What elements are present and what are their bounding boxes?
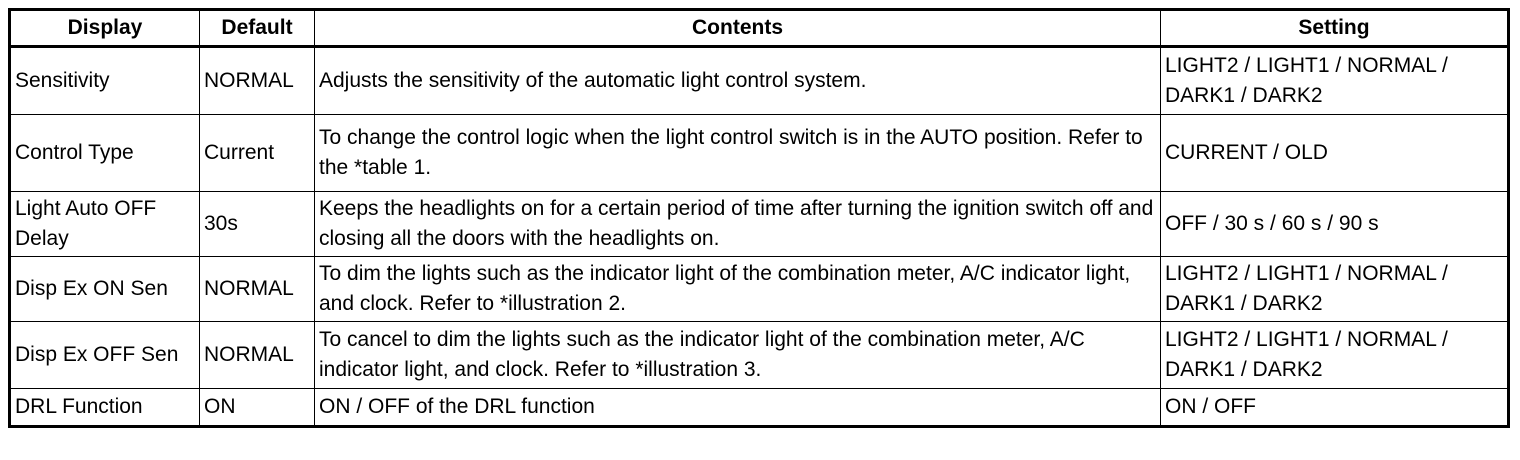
table-row: Control Type Current To change the contr… [9,114,1509,192]
cell-setting: LIGHT2 / LIGHT1 / NORMAL / DARK1 / DARK2 [1160,256,1509,322]
table-row: Disp Ex ON Sen NORMAL To dim the lights … [9,256,1509,322]
cell-contents: To dim the lights such as the indicator … [314,256,1161,322]
cell-setting: CURRENT / OLD [1160,114,1509,192]
cell-contents: ON / OFF of the DRL function [314,388,1161,427]
cell-default: 30s [199,191,315,257]
cell-default: ON [199,388,315,427]
header-contents: Contents [314,9,1161,47]
settings-table-container: Display Default Contents Setting Sensiti… [8,8,1510,428]
cell-contents: To change the control logic when the lig… [314,114,1161,192]
settings-table: Display Default Contents Setting Sensiti… [8,8,1510,428]
cell-contents: Keeps the headlights on for a certain pe… [314,191,1161,257]
cell-default: NORMAL [199,256,315,322]
cell-display: Light Auto OFF Delay [9,191,200,257]
cell-default: Current [199,114,315,192]
table-row: Sensitivity NORMAL Adjusts the sensitivi… [9,46,1509,115]
header-display: Display [9,9,200,47]
cell-display: Control Type [9,114,200,192]
cell-contents: Adjusts the sensitivity of the automatic… [314,46,1161,115]
header-setting: Setting [1160,9,1509,47]
table-row: Light Auto OFF Delay 30s Keeps the headl… [9,191,1509,257]
cell-contents: To cancel to dim the lights such as the … [314,321,1161,389]
cell-setting: OFF / 30 s / 60 s / 90 s [1160,191,1509,257]
cell-setting: LIGHT2 / LIGHT1 / NORMAL / DARK1 / DARK2 [1160,321,1509,389]
table-row: Disp Ex OFF Sen NORMAL To cancel to dim … [9,321,1509,389]
cell-setting: LIGHT2 / LIGHT1 / NORMAL / DARK1 / DARK2 [1160,46,1509,115]
header-row: Display Default Contents Setting [9,9,1509,47]
cell-display: DRL Function [9,388,200,427]
table-header: Display Default Contents Setting [9,9,1509,47]
cell-display: Disp Ex ON Sen [9,256,200,322]
cell-display: Disp Ex OFF Sen [9,321,200,389]
cell-default: NORMAL [199,321,315,389]
table-row: DRL Function ON ON / OFF of the DRL func… [9,388,1509,427]
table-body: Sensitivity NORMAL Adjusts the sensitivi… [9,46,1509,427]
header-default: Default [199,9,315,47]
cell-setting: ON / OFF [1160,388,1509,427]
cell-display: Sensitivity [9,46,200,115]
cell-default: NORMAL [199,46,315,115]
